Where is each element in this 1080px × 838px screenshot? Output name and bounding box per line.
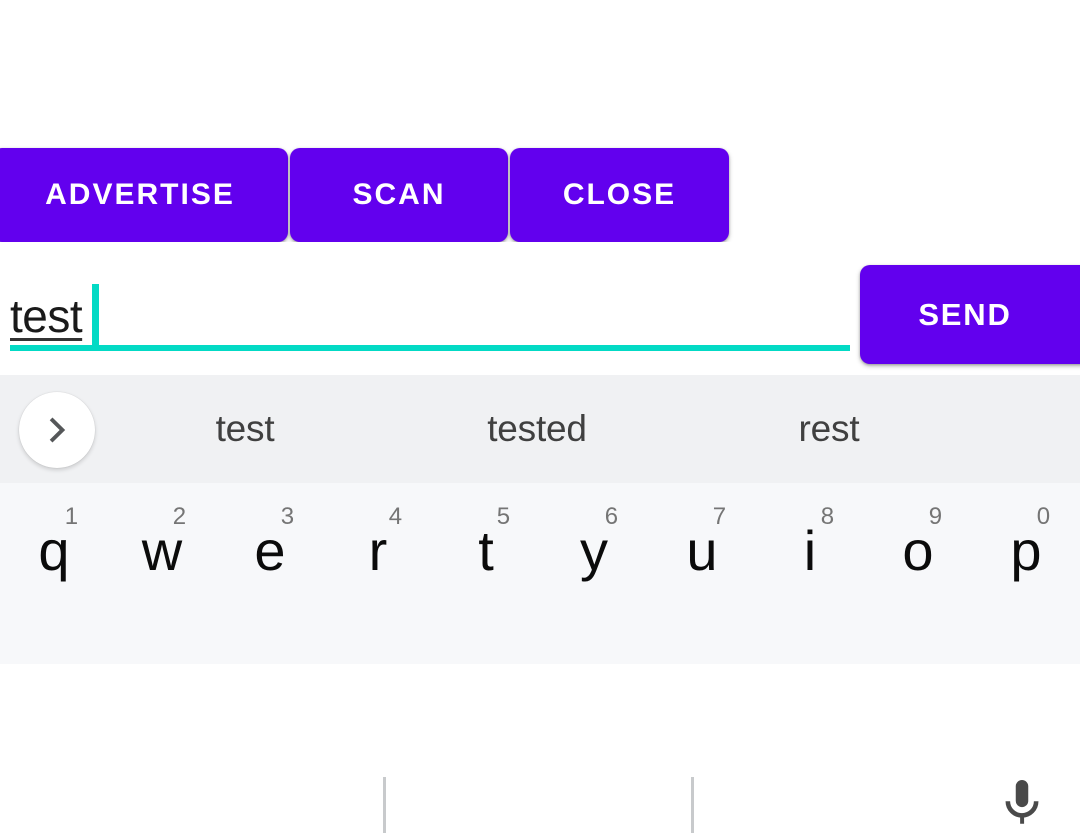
suggestion-item-0[interactable]: test [215, 408, 275, 449]
voice-input-button[interactable] [994, 772, 1050, 838]
action-button-row: ADVERTISE SCAN CLOSE [0, 148, 1080, 242]
key-u-number: 7 [712, 503, 727, 530]
key-r-letter: r [368, 519, 388, 582]
key-y-letter: y [580, 519, 608, 582]
message-input-value[interactable]: test [10, 290, 83, 342]
key-q-letter: q [38, 519, 70, 582]
close-button[interactable]: CLOSE [510, 148, 729, 242]
key-y-number: 6 [604, 503, 619, 530]
chevron-right-icon [39, 412, 75, 448]
key-p-letter: p [1010, 519, 1042, 582]
key-t-number: 5 [496, 503, 511, 530]
app-content-area [0, 0, 1080, 148]
key-o-number: 9 [928, 503, 943, 530]
key-w-letter: w [141, 519, 183, 582]
advertise-button[interactable]: ADVERTISE [0, 148, 288, 242]
suggestion-divider [383, 777, 386, 833]
scan-button[interactable]: SCAN [290, 148, 508, 242]
key-w-number: 2 [172, 503, 187, 530]
key-i-number: 8 [820, 503, 835, 530]
send-button[interactable]: SEND [860, 265, 1080, 364]
key-q-number: 1 [64, 503, 79, 530]
key-e-letter: e [254, 519, 286, 582]
suggestion-item-1[interactable]: tested [487, 408, 587, 449]
key-o-letter: o [902, 519, 934, 582]
message-input[interactable]: test [10, 260, 850, 370]
key-u-letter: u [686, 519, 718, 582]
suggestion-divider [691, 777, 694, 833]
input-underline [10, 345, 850, 351]
text-caret [92, 284, 99, 348]
key-t-letter: t [478, 519, 494, 582]
microphone-icon [997, 775, 1047, 835]
expand-suggestions-button[interactable] [19, 392, 95, 468]
suggestion-bar: test tested rest [0, 375, 1080, 483]
suggestion-item-2[interactable]: rest [798, 408, 860, 449]
key-i-letter: i [803, 519, 817, 582]
key-e-number: 3 [280, 503, 295, 530]
key-p-number: 0 [1036, 503, 1051, 530]
key-r-number: 4 [388, 503, 403, 530]
